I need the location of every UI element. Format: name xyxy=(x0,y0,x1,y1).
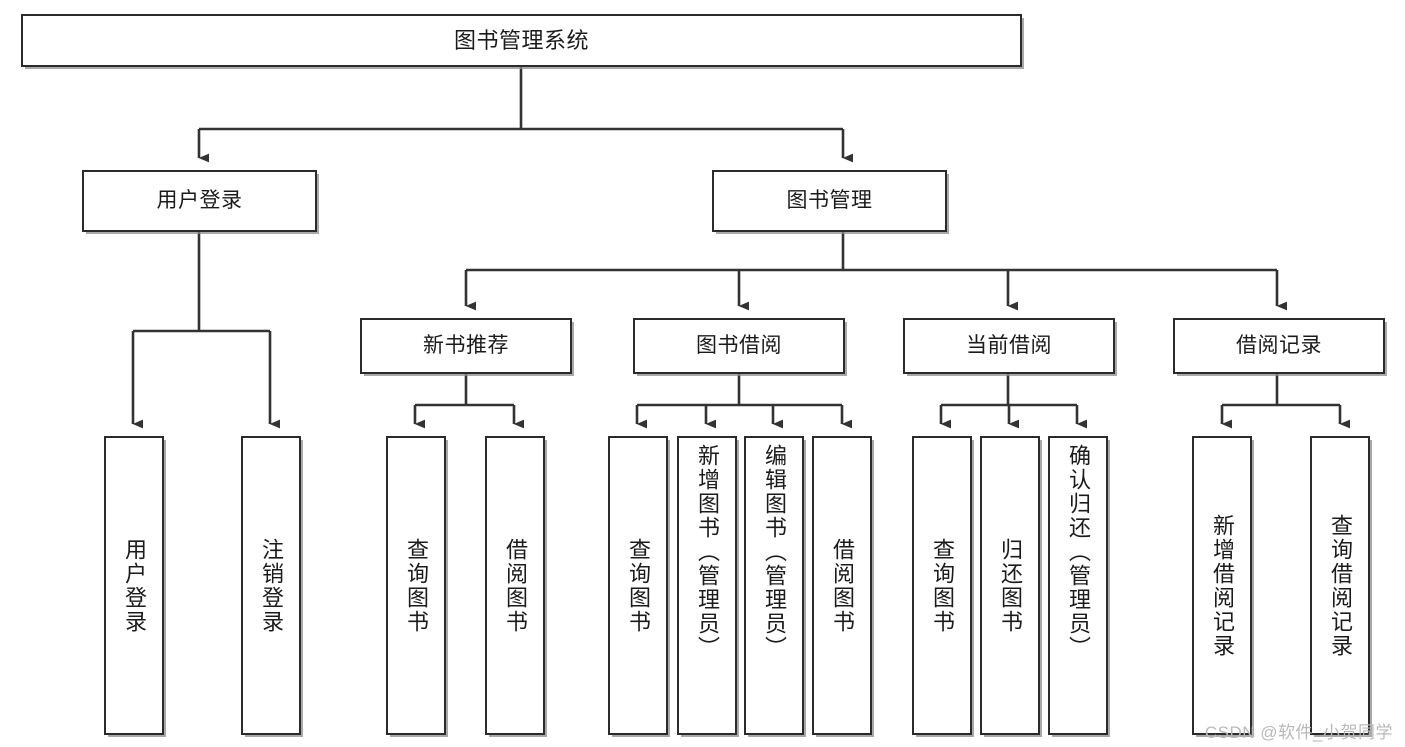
leaf-user-login[interactable]: 用户登录 xyxy=(104,436,164,735)
leaf-borrow-edit-book-admin[interactable]: 编辑图书（管理员） xyxy=(744,436,804,735)
node-label: 新书推荐 xyxy=(423,333,509,357)
node-label: 图书管理系统 xyxy=(453,27,589,53)
node-label: 新增图书（管理员） xyxy=(695,444,720,660)
node-label: 注销登录 xyxy=(259,537,284,634)
leaf-records-add-record[interactable]: 新增借阅记录 xyxy=(1192,436,1252,735)
leaf-current-query-book[interactable]: 查询图书 xyxy=(912,436,972,735)
leaf-newbook-borrow-book[interactable]: 借阅图书 xyxy=(485,436,545,735)
leaf-borrow-query-book[interactable]: 查询图书 xyxy=(608,436,668,735)
node-new-book-recommend[interactable]: 新书推荐 xyxy=(360,318,572,374)
node-label: 图书借阅 xyxy=(696,333,782,357)
node-label: 查询借阅记录 xyxy=(1328,513,1353,658)
leaf-borrow-add-book-admin[interactable]: 新增图书（管理员） xyxy=(677,436,737,735)
node-current-borrow[interactable]: 当前借阅 xyxy=(903,318,1115,374)
node-label: 当前借阅 xyxy=(966,333,1052,357)
node-label: 借阅图书 xyxy=(503,537,528,634)
leaf-newbook-query-book[interactable]: 查询图书 xyxy=(386,436,446,735)
leaf-borrow-borrow-book[interactable]: 借阅图书 xyxy=(812,436,872,735)
node-label: 编辑图书（管理员） xyxy=(762,444,787,660)
node-label: 借阅图书 xyxy=(830,537,855,634)
node-label: 查询图书 xyxy=(404,537,429,634)
node-label: 查询图书 xyxy=(626,537,651,634)
node-root-system[interactable]: 图书管理系统 xyxy=(21,14,1022,67)
node-label: 确认归还（管理员） xyxy=(1066,444,1091,660)
node-label: 查询图书 xyxy=(930,537,955,634)
leaf-records-query-record[interactable]: 查询借阅记录 xyxy=(1310,436,1370,735)
node-label: 用户登录 xyxy=(122,537,147,634)
leaf-logout[interactable]: 注销登录 xyxy=(241,436,301,735)
node-user-login[interactable]: 用户登录 xyxy=(82,170,317,232)
leaf-current-return-book[interactable]: 归还图书 xyxy=(980,436,1040,735)
node-label: 用户登录 xyxy=(156,188,243,212)
node-book-manage[interactable]: 图书管理 xyxy=(712,170,947,232)
node-label: 借阅记录 xyxy=(1236,333,1322,357)
node-label: 图书管理 xyxy=(786,188,873,212)
node-label: 新增借阅记录 xyxy=(1210,513,1235,658)
node-book-borrow[interactable]: 图书借阅 xyxy=(633,318,845,374)
leaf-current-confirm-return-admin[interactable]: 确认归还（管理员） xyxy=(1048,436,1108,735)
node-label: 归还图书 xyxy=(998,537,1023,634)
node-borrow-records[interactable]: 借阅记录 xyxy=(1173,318,1385,374)
